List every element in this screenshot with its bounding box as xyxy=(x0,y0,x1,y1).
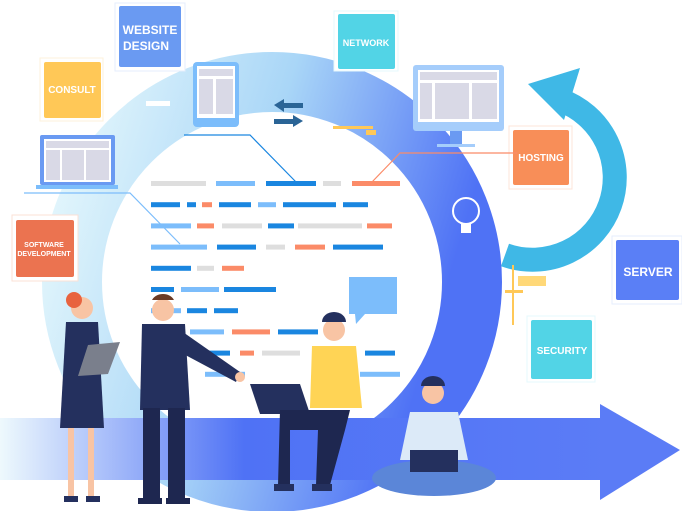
process-ring xyxy=(42,52,502,511)
card-label: NETWORK xyxy=(343,38,390,48)
connector-line xyxy=(371,152,517,183)
code-bar xyxy=(151,265,191,271)
code-bar xyxy=(151,202,180,208)
card-security: SECURITY xyxy=(526,315,596,383)
card-label: DEVELOPMENT xyxy=(17,251,71,258)
code-bar xyxy=(151,181,206,186)
connector-line xyxy=(184,134,297,183)
person-woman-tablet xyxy=(60,292,120,502)
code-bar xyxy=(187,308,207,314)
code-bar xyxy=(323,181,341,186)
code-bar xyxy=(333,244,383,250)
code-bar xyxy=(283,202,336,208)
code-lines xyxy=(151,181,400,377)
code-bar xyxy=(360,371,400,377)
person-man-pointing xyxy=(138,293,245,504)
code-bar xyxy=(187,202,196,208)
code-bar xyxy=(217,244,256,250)
code-bar xyxy=(181,287,219,292)
monitor-icon xyxy=(413,65,504,147)
decor-yellow xyxy=(333,126,546,325)
code-bar xyxy=(151,287,174,292)
card-label: CONSULT xyxy=(48,85,96,96)
code-bar xyxy=(343,202,368,208)
code-bar xyxy=(222,265,244,271)
lightbulb-icon xyxy=(452,197,480,233)
person-man-laptop-sitting xyxy=(250,312,362,491)
code-bar xyxy=(365,350,395,356)
card-server: SERVER xyxy=(611,235,682,305)
card-label: HOSTING xyxy=(518,153,564,164)
card-hosting: HOSTING xyxy=(508,125,573,190)
tablet-icon xyxy=(193,62,239,127)
card-label: SECURITY xyxy=(537,346,588,357)
code-bar xyxy=(352,181,400,186)
code-bar xyxy=(298,223,362,229)
card-label: WEBSITE xyxy=(123,23,178,37)
code-bar xyxy=(367,223,392,229)
code-bar xyxy=(278,329,318,335)
chat-bubble-icon xyxy=(349,277,397,324)
cycle-arrow-icon xyxy=(501,68,627,272)
code-bar xyxy=(197,223,214,229)
code-bar xyxy=(266,181,316,186)
code-bar xyxy=(222,223,262,229)
code-bar xyxy=(151,223,191,229)
code-bar xyxy=(240,350,254,356)
code-bar xyxy=(216,181,255,186)
code-bar xyxy=(224,287,276,292)
code-bar xyxy=(295,244,325,250)
code-bar xyxy=(232,329,270,335)
code-bar xyxy=(266,244,285,250)
code-bar xyxy=(219,202,251,208)
laptop-icon xyxy=(36,135,118,189)
code-bar xyxy=(258,202,276,208)
card-software-development: SOFTWARE DEVELOPMENT xyxy=(11,214,79,282)
card-label: DESIGN xyxy=(123,39,169,53)
code-bar xyxy=(200,350,230,356)
card-network: NETWORK xyxy=(333,10,399,72)
card-label: SERVER xyxy=(623,265,672,279)
code-bar xyxy=(268,223,294,229)
code-bar xyxy=(151,244,207,250)
transfer-arrows-icon xyxy=(274,99,303,127)
code-bar xyxy=(262,350,300,356)
person-man-laptop-crosslegged xyxy=(372,376,496,496)
card-website-design: WEBSITE DESIGN xyxy=(114,2,186,72)
code-bar xyxy=(202,202,212,208)
code-bar xyxy=(190,329,224,335)
code-bar xyxy=(197,265,214,271)
code-bar xyxy=(214,308,238,314)
card-label: SOFTWARE xyxy=(24,242,64,249)
decor-bar xyxy=(146,101,170,106)
card-consult: CONSULT xyxy=(39,57,104,122)
